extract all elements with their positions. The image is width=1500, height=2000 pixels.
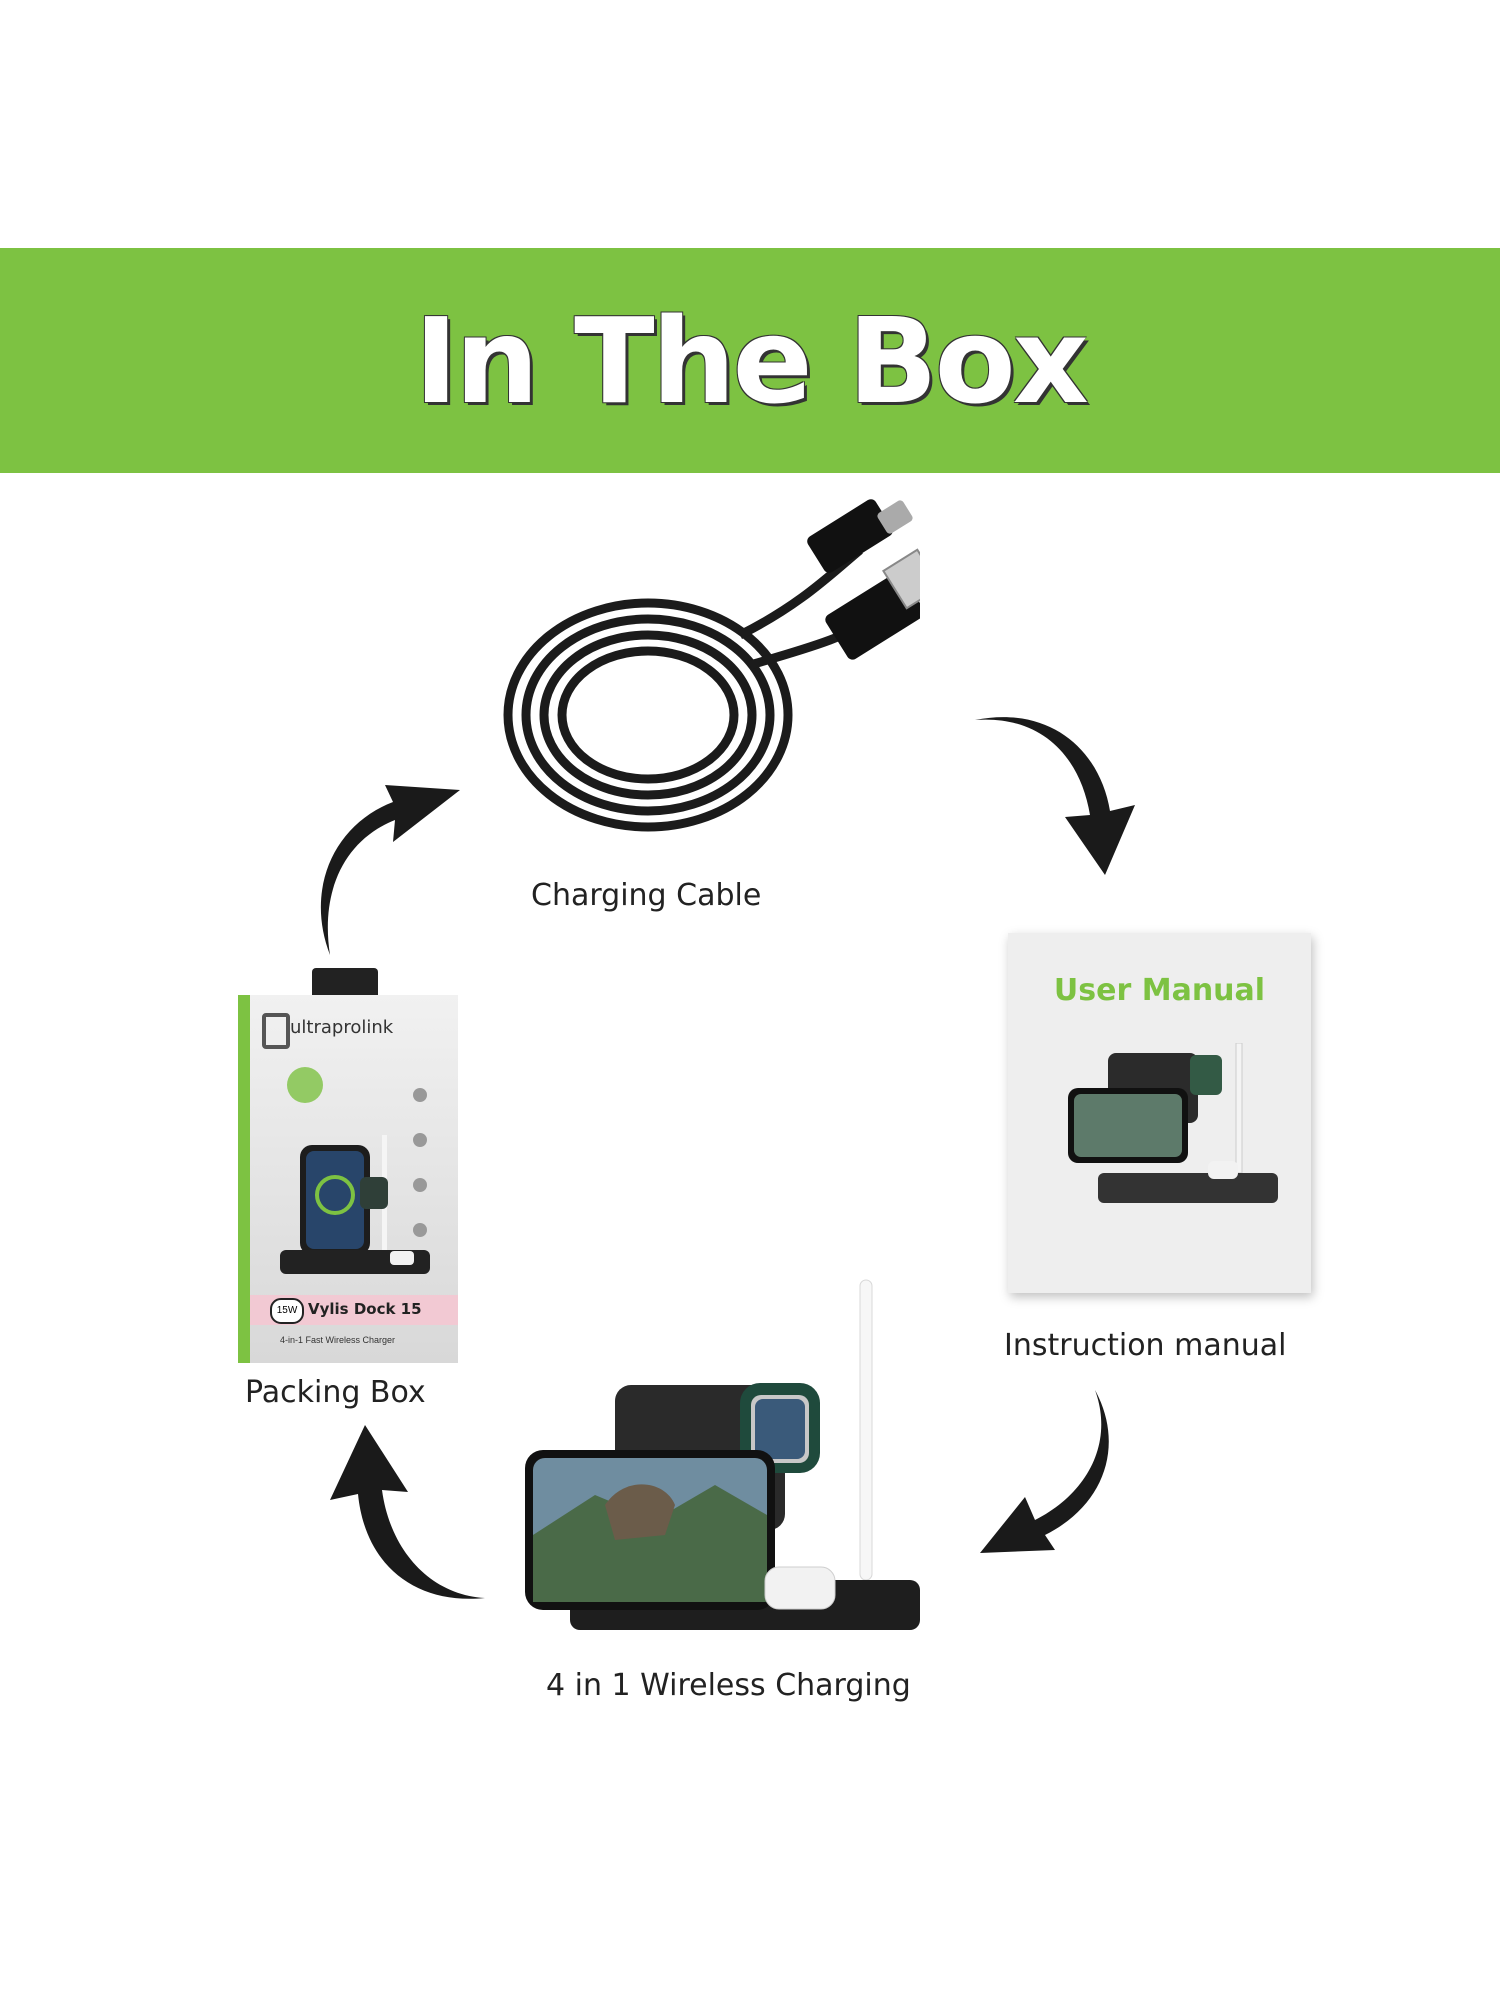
box-model-name: Vylis Dock 15 — [308, 1300, 422, 1318]
charging-cable-label: Charging Cable — [531, 878, 762, 913]
arrow-icon — [980, 1390, 1109, 1553]
packing-box-image: ultraprolink 15W Vylis Dock 15 4-in-1 Fa… — [238, 995, 458, 1363]
arrow-icon — [975, 717, 1135, 875]
instruction-manual-label: Instruction manual — [1004, 1328, 1287, 1363]
wireless-charger-image — [525, 1279, 920, 1630]
brand-logo-icon — [262, 1013, 290, 1049]
box-power-badge: 15W — [270, 1298, 304, 1324]
arrow-icon — [320, 785, 460, 955]
packing-box-label: Packing Box — [245, 1375, 426, 1410]
charging-cable-image — [503, 499, 920, 832]
box-hanger — [312, 968, 378, 998]
header-banner: In The Box — [0, 248, 1500, 473]
instruction-manual-image: User Manual — [1008, 933, 1311, 1293]
wireless-charger-label: 4 in 1 Wireless Charging — [546, 1668, 911, 1703]
box-product-image — [280, 1067, 430, 1274]
box-subtitle: 4-in-1 Fast Wireless Charger — [280, 1335, 396, 1345]
arrow-icon — [330, 1425, 485, 1599]
manual-cover-title: User Manual — [1053, 973, 1266, 1008]
manual-product-image — [1068, 1043, 1278, 1203]
box-brand: ultraprolink — [290, 1017, 394, 1038]
page-title: In The Box — [414, 291, 1089, 430]
